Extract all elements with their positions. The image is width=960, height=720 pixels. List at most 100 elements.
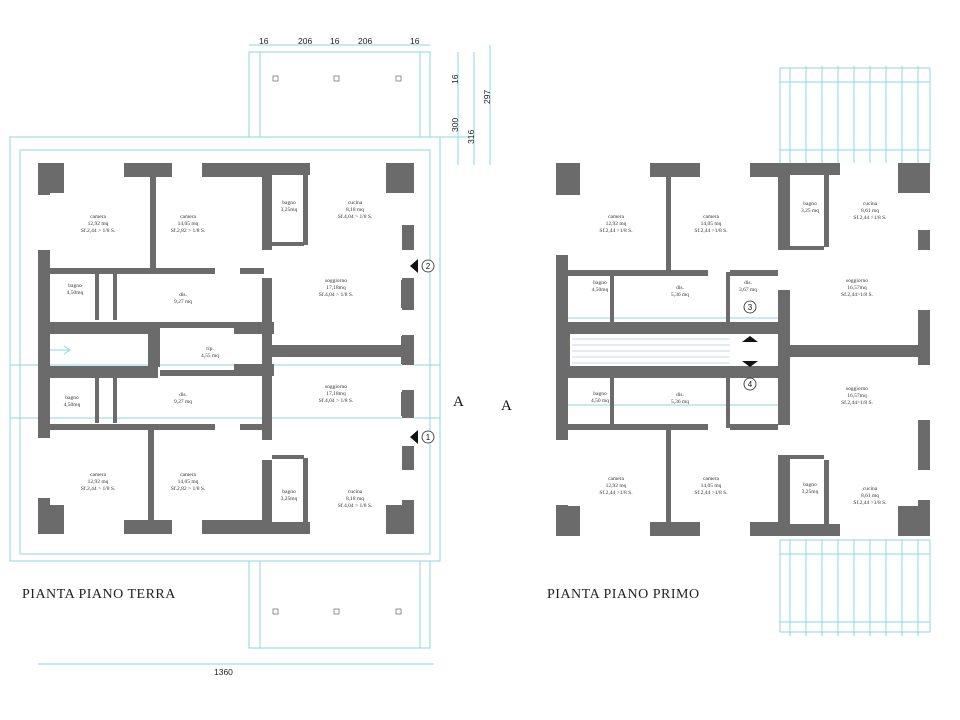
room-label-line: 8,18 mq [346, 496, 364, 502]
room-label-line: soggiorno [325, 278, 347, 284]
marker-2: 2 [410, 259, 435, 273]
room-label-line: camera [608, 214, 624, 220]
room-label-line: camera [608, 476, 624, 482]
room-label-line: Sf.2,44>1/8 S. [841, 291, 873, 298]
room-label-line: 4,50 mq [591, 398, 609, 404]
room-label-line: 14,05 mq [701, 221, 722, 227]
dim-vertical-300: 300 [450, 118, 460, 132]
room-label-line: bagno [803, 482, 817, 488]
room-label-line: camera [180, 472, 196, 478]
room-label-line: soggiorno [325, 384, 347, 390]
room-label-line: 8,18 mq [346, 207, 364, 213]
first-floor-room-7: dis.3,67 mq [739, 280, 757, 293]
ground-floor-room-8: rip.4,55 mq [201, 346, 219, 359]
room-label-line: soggiorno [846, 278, 868, 284]
room-label-line: bagno [803, 201, 817, 207]
room-label-line: rip. [206, 346, 214, 352]
room-label-line: camera [90, 472, 106, 478]
room-label-line: 3,67 mq [739, 287, 757, 293]
marker-1: 1 [410, 430, 435, 444]
room-label-line: 17,18mq [326, 391, 346, 397]
room-label-line: Sf.2,44 >1/8 S. [853, 214, 887, 221]
room-label-line: cucina [348, 489, 363, 495]
room-label-line: Sf.2,44>1/8 S. [841, 399, 873, 406]
room-label-line: camera [90, 214, 106, 220]
dim-top-1: 16 [259, 36, 269, 46]
room-label-line: Sf.2,82 > 1/8 S. [171, 227, 206, 234]
room-label-line: dis. [744, 280, 752, 286]
room-label-line: dis. [179, 392, 187, 398]
room-label-line: 5,36 mq [671, 399, 689, 405]
room-label-line: bagno [282, 489, 296, 495]
room-label-line: Sf.2,44 > 1/8 S. [81, 227, 116, 234]
room-label-line: 14,05 mq [178, 221, 199, 227]
construction-lines-left [9, 44, 491, 665]
svg-text:4: 4 [748, 380, 753, 389]
dim-top-3: 16 [330, 36, 340, 46]
dim-top-4: 206 [358, 36, 372, 46]
dim-bottom-1360: 1360 [214, 667, 233, 677]
room-label-line: 3,25mq [281, 496, 298, 502]
room-label-line: 3,25mq [281, 207, 298, 213]
room-label-line: camera [703, 214, 719, 220]
room-label-line: Sf.4,04 > 1/8 S. [338, 502, 373, 509]
svg-text:3: 3 [748, 303, 753, 312]
room-label-line: 14,05 mq [178, 479, 199, 485]
first-floor-room-10: dis.5,36 mq [671, 392, 689, 405]
room-label-line: 5,36 mq [671, 292, 689, 298]
room-label-line: cucina [863, 201, 878, 207]
room-label-line: 16,57mq [847, 393, 867, 399]
room-label-line: Sf.2,44 > 1/8 S. [81, 485, 116, 492]
room-label-line: cucina [863, 486, 878, 492]
room-label-line: 8,61 mq [861, 493, 879, 499]
room-label-line: 3,25 mq [801, 208, 819, 214]
ground-floor-title: PIANTA PIANO TERRA [22, 587, 176, 602]
section-label-left: A [453, 394, 464, 410]
ground-floor-walls [38, 163, 414, 534]
room-label-line: bagno [593, 391, 607, 397]
room-label-line: Sf.4,04 > 1/8 S. [319, 397, 354, 404]
room-label-line: bagno [68, 283, 82, 289]
room-label-line: Sf.2,44 >1/8 S. [694, 489, 728, 496]
room-label-line: Sf.2,44 >1/8 S. [853, 499, 887, 506]
room-label-line: Sf.4,04 > 1/8 S. [319, 291, 354, 298]
room-label-line: camera [703, 476, 719, 482]
ground-floor-room-7: dis.9,27 mq [174, 292, 192, 305]
dim-top-5: 16 [410, 36, 420, 46]
dim-top-2: 206 [298, 36, 312, 46]
room-label-line: dis. [676, 392, 684, 398]
svg-text:2: 2 [426, 262, 431, 271]
room-label-line: 12,92 mq [606, 483, 627, 489]
dim-vertical-316: 316 [466, 130, 476, 144]
room-label-line: 12,92 mq [606, 221, 627, 227]
stair-lines [572, 338, 730, 364]
room-label-line: 9,27 mq [174, 399, 192, 405]
first-floor-room-6: dis.5,36 mq [671, 285, 689, 298]
room-label-line: 4,55 mq [201, 353, 219, 359]
room-label-line: Sf.2,44 >1/8 S. [694, 227, 728, 234]
room-label-line: 12,92 mq [88, 479, 109, 485]
